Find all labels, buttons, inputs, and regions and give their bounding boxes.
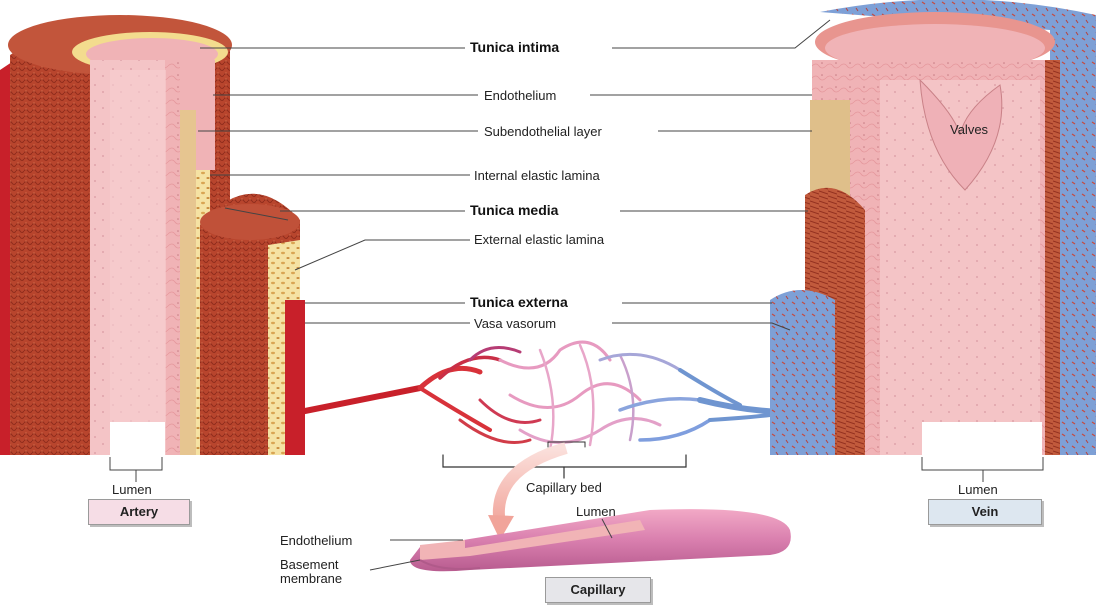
label-vasa-vasorum: Vasa vasorum [474, 316, 557, 331]
label-external-elastic-lamina: External elastic lamina [474, 232, 605, 247]
leader-lines [109, 19, 1044, 571]
vein-caption-box: Vein [928, 499, 1042, 525]
label-lumen-capillary: Lumen [576, 504, 616, 519]
artery-caption-box: Artery [88, 499, 190, 525]
label-endothelium-capillary: Endothelium [280, 533, 353, 548]
label-lumen-artery: Lumen [112, 482, 152, 497]
label-internal-elastic-lamina: Internal elastic lamina [474, 168, 600, 183]
label-capillary-bed: Capillary bed [526, 480, 602, 495]
label-lumen-vein: Lumen [958, 482, 998, 497]
label-valves: Valves [950, 122, 989, 137]
label-subendothelial-layer: Subendothelial layer [484, 124, 602, 139]
capillary-illustration [410, 509, 791, 572]
label-tunica-externa: Tunica externa [470, 294, 568, 310]
label-tunica-intima: Tunica intima [470, 39, 560, 55]
magnify-arrow [492, 442, 568, 527]
vein-illustration [770, 0, 1096, 458]
capillary-bed-illustration [417, 340, 783, 479]
label-tunica-media: Tunica media [470, 202, 559, 218]
magnify-arrow-head [488, 515, 514, 540]
label-basement-membrane-1: Basement [280, 557, 339, 572]
label-endothelium: Endothelium [484, 88, 557, 103]
capillary-caption-box: Capillary [545, 577, 651, 603]
artery-illustration [0, 15, 421, 458]
label-basement-membrane-2: membrane [280, 571, 343, 586]
